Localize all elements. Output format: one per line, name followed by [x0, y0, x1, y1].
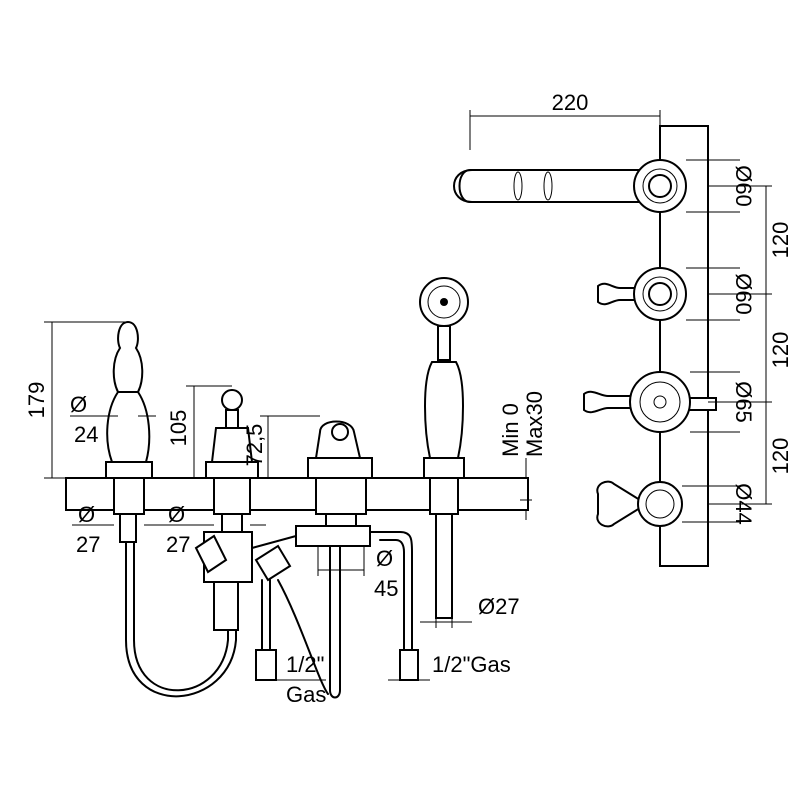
dim-hole3-symbol: Ø [376, 546, 393, 571]
valve-handle [205, 389, 259, 555]
spout-top [453, 169, 647, 203]
diverter-handle [105, 320, 153, 543]
dim-hole3: 45 [374, 576, 398, 601]
dim-hole4: Ø27 [478, 594, 520, 619]
spout [307, 420, 373, 535]
dim-spacing-3: 120 [768, 438, 793, 475]
dim-rosette-2: Ø60 [731, 273, 756, 315]
dim-spout-height: 72,5 [242, 424, 267, 467]
dim-total-height: 179 [24, 382, 49, 419]
dim-spacing-2: 120 [768, 332, 793, 369]
dim-handle-diameter-symbol: Ø [70, 392, 87, 417]
dim-spacing-1: 120 [768, 222, 793, 259]
dim-deck-max: Max30 [522, 391, 547, 457]
dim-hole2: 27 [166, 532, 190, 557]
shower-hose [125, 541, 237, 698]
dim-hole2-symbol: Ø [168, 502, 185, 527]
dim-inlet2: 1/2"Gas [432, 652, 511, 677]
dim-valve-height: 105 [166, 410, 191, 447]
dim-hole1-symbol: Ø [78, 502, 95, 527]
rosette-diverter [597, 267, 687, 321]
dim-spout-length: 220 [552, 90, 589, 115]
dim-rosette-3: Ø65 [731, 381, 756, 423]
mixer-body [194, 525, 419, 699]
dim-hole1: 27 [76, 532, 100, 557]
rosette-shower [596, 480, 683, 528]
dim-rosette-4: Ø44 [731, 483, 756, 525]
rosette-spout [633, 159, 687, 213]
top-dimensions [469, 110, 772, 523]
dim-handle-diameter: 24 [74, 422, 98, 447]
dim-deck-min: Min 0 [498, 403, 523, 457]
dim-inlet1: 1/2" [286, 652, 324, 677]
rosette-valve [583, 371, 717, 433]
dim-inlet1-unit: Gas [286, 682, 326, 707]
side-dimensions [44, 321, 532, 681]
dim-rosette-1: Ø60 [731, 165, 756, 207]
hand-shower [419, 277, 469, 619]
top-view: 220 120 120 120 Ø60 Ø60 Ø65 Ø44 [453, 90, 793, 567]
side-view: 179 105 72,5 Min 0 Max30 Ø 24 Ø 27 Ø 27 … [24, 277, 547, 707]
